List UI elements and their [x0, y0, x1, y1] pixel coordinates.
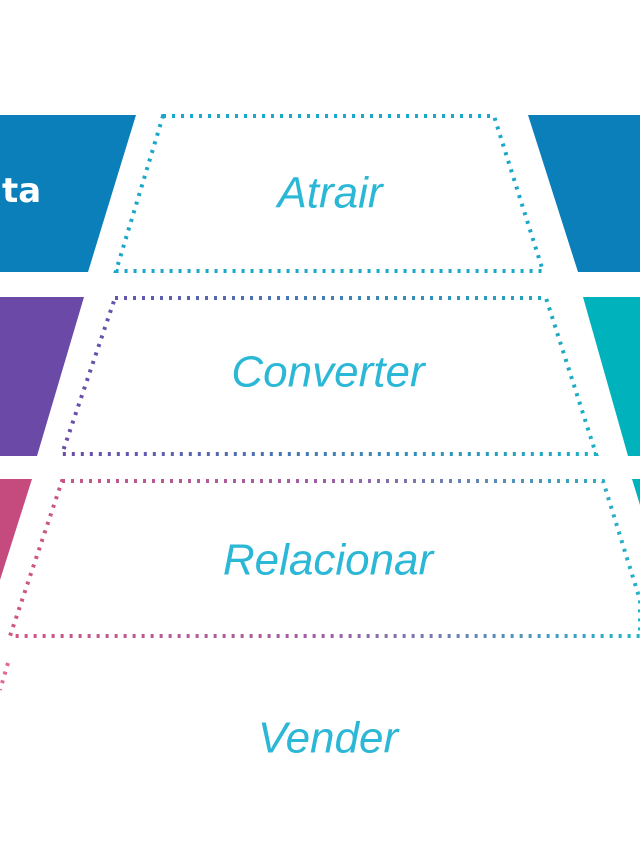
- stage-outline-vender-left: [0, 662, 10, 691]
- left-block-blue: [0, 115, 136, 272]
- right-block-blue: [528, 115, 640, 272]
- left-block-magenta: [0, 479, 32, 580]
- funnel-stages: Atrair Converter Relacionar Vender: [0, 114, 640, 821]
- stage-outline-atrair: [113, 114, 546, 273]
- stage-outline-converter: [59, 296, 599, 456]
- right-block-teal-lower: [632, 479, 640, 505]
- stage-outline-relacionar: [7, 479, 640, 638]
- right-block-teal: [583, 297, 640, 456]
- stage-label-converter: Converter: [231, 348, 427, 397]
- stage-label-vender: Vender: [258, 714, 401, 763]
- left-block-text-fragment: ta: [2, 171, 41, 211]
- stage-label-relacionar: Relacionar: [223, 536, 436, 585]
- right-side-blocks: [528, 115, 640, 505]
- left-block-purple: [0, 297, 84, 456]
- left-side-blocks: ta: [0, 115, 136, 580]
- stage-label-atrair: Atrair: [274, 169, 384, 218]
